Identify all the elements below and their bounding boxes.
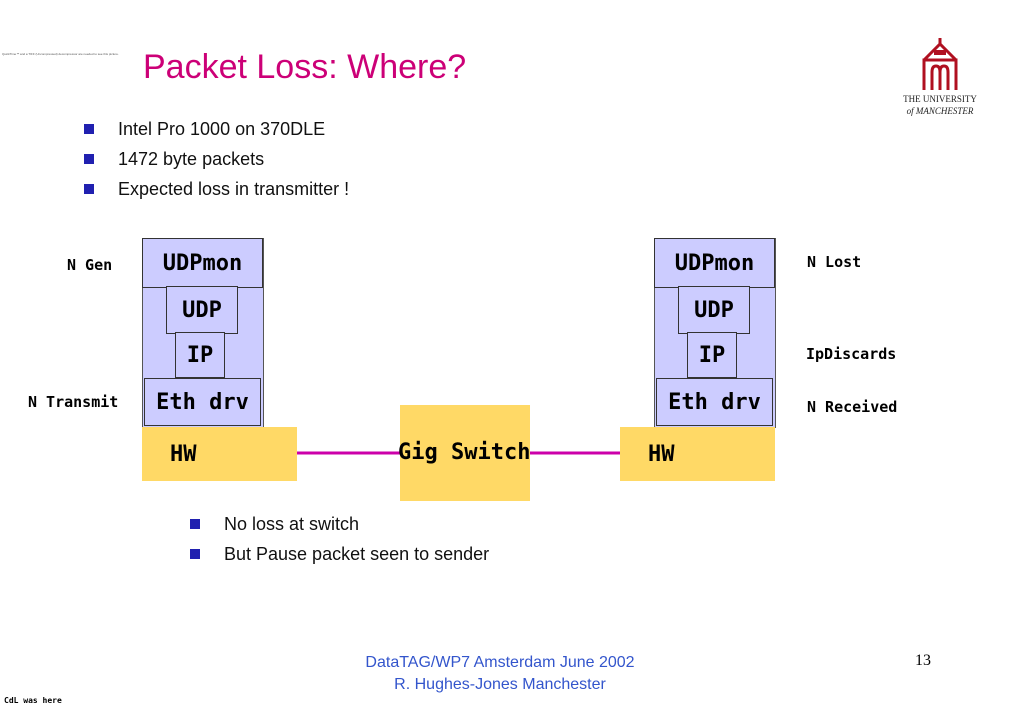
ip-discards-label: IpDiscards: [806, 345, 897, 363]
university-name-line2: of MANCHESTER: [906, 106, 974, 116]
right-hw-box: HW: [620, 427, 775, 481]
right-udpmon-box: UDPmon: [654, 238, 775, 288]
left-udp-box: UDP: [166, 286, 238, 334]
left-udpmon-box: UDPmon: [142, 238, 263, 288]
square-bullet-icon: [190, 549, 200, 559]
bullet-item: 1472 byte packets: [84, 148, 349, 178]
left-hw-box: HW: [142, 427, 297, 481]
square-bullet-icon: [190, 519, 200, 529]
left-ip-box: IP: [175, 332, 225, 378]
gig-switch-box: [400, 405, 530, 501]
bullet-item: No loss at switch: [190, 513, 489, 543]
university-name-line1: THE UNIVERSITY: [903, 94, 977, 104]
quicktime-placeholder-note: QuickTime™ and a TIFF (Uncompressed) dec…: [2, 52, 119, 56]
bullet-item: But Pause packet seen to sender: [190, 543, 489, 573]
gig-switch-label: Gig Switch: [398, 440, 531, 465]
bullet-item: Intel Pro 1000 on 370DLE: [84, 118, 349, 148]
university-logo: THE UNIVERSITY of MANCHESTER: [902, 38, 978, 116]
square-bullet-icon: [84, 124, 94, 134]
n-received-label: N Received: [807, 398, 898, 416]
bullet-text: No loss at switch: [224, 514, 360, 534]
right-udp-box: UDP: [678, 286, 750, 334]
bullet-text: 1472 byte packets: [118, 149, 265, 169]
square-bullet-icon: [84, 184, 94, 194]
corner-note: CdL was here: [4, 696, 62, 705]
bullet-text: Expected loss in transmitter !: [118, 179, 350, 199]
bullet-text: But Pause packet seen to sender: [224, 544, 490, 564]
bottom-bullet-list: No loss at switch But Pause packet seen …: [190, 513, 489, 573]
footer-line-1: DataTAG/WP7 Amsterdam June 2002: [365, 654, 635, 671]
footer-line-2: R. Hughes-Jones Manchester: [394, 676, 606, 693]
bullet-item: Expected loss in transmitter !: [84, 178, 349, 208]
page-number: 13: [915, 652, 931, 669]
slide-title: Packet Loss: Where?: [143, 48, 467, 86]
top-bullet-list: Intel Pro 1000 on 370DLE 1472 byte packe…: [84, 118, 349, 208]
university-crest-icon: [922, 38, 958, 90]
n-transmit-label: N Transmit: [28, 393, 119, 411]
bullet-text: Intel Pro 1000 on 370DLE: [118, 119, 326, 139]
right-ip-box: IP: [687, 332, 737, 378]
left-eth-drv-box: Eth drv: [144, 378, 261, 426]
n-gen-label: N Gen: [67, 256, 113, 274]
square-bullet-icon: [84, 154, 94, 164]
footer: DataTAG/WP7 Amsterdam June 2002 R. Hughe…: [300, 652, 700, 696]
right-eth-drv-box: Eth drv: [656, 378, 773, 426]
n-lost-label: N Lost: [807, 253, 862, 271]
